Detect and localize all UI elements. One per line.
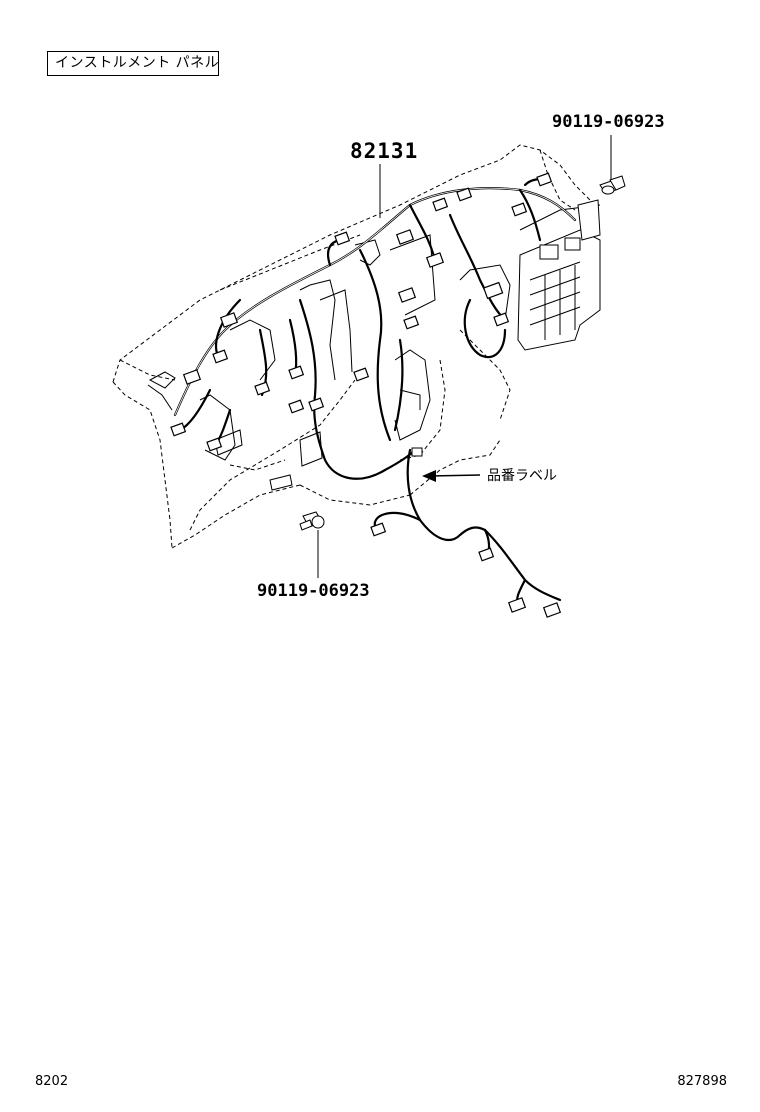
junction-block <box>517 199 601 351</box>
footer-right-code: 827898 <box>677 1074 727 1089</box>
harness-part-number[interactable]: 82131 <box>350 139 419 163</box>
footer-left-code: 8202 <box>35 1074 69 1089</box>
bolt-bottom <box>299 511 325 531</box>
label-arrow <box>411 447 481 482</box>
bolt-top-part-number[interactable]: 90119-06923 <box>552 112 665 132</box>
connectors <box>170 172 562 618</box>
bolt-bottom-part-number[interactable]: 90119-06923 <box>257 581 370 601</box>
bolt-top <box>599 175 626 195</box>
part-label-callout: 品番ラベル <box>487 468 557 484</box>
main-harness <box>173 178 577 607</box>
section-title: インストルメント パネル <box>47 51 219 76</box>
instrument-panel-outline <box>112 144 591 549</box>
